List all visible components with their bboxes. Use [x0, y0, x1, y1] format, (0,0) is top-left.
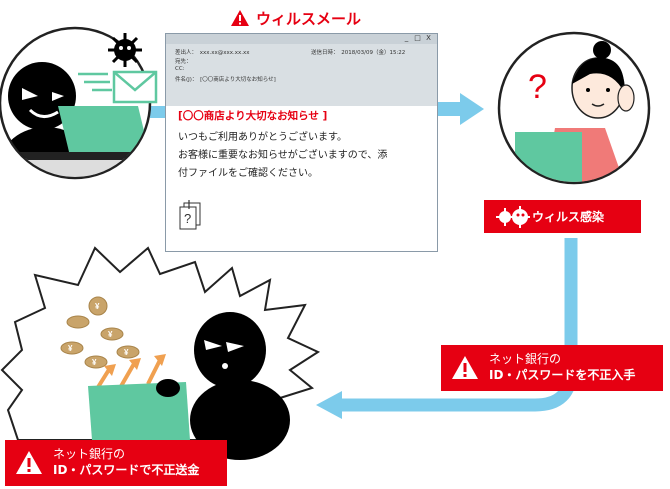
warning-icon: [16, 451, 42, 474]
credential-theft-line-1: ネット銀行の: [489, 352, 562, 366]
fraudulent-transfer-line-2: ID・パスワードで不正送金: [53, 463, 200, 477]
email-header: 差出人： xxx.xx@xxx.xx.xx 送信日時： 2018/03/09（金…: [166, 44, 437, 106]
fraudulent-transfer-line-1: ネット銀行の: [53, 447, 126, 461]
svg-text:¥: ¥: [124, 348, 129, 357]
fraudulent-transfer-label: ネット銀行の ID・パスワードで不正送金: [5, 440, 227, 486]
question-mark-icon: ?: [528, 68, 547, 106]
virus-mail-title: ウィルスメール: [230, 6, 361, 30]
virus-icon: [496, 206, 530, 228]
arrow-victim-to-hacker: [316, 238, 578, 419]
svg-text:¥: ¥: [68, 344, 73, 353]
header-date: 送信日時： 2018/03/09（金）15:22: [311, 50, 406, 56]
warning-icon: [231, 10, 249, 26]
arrow-email-to-victim: [438, 93, 484, 125]
warning-icon: [452, 356, 478, 379]
svg-text:?: ?: [184, 211, 191, 226]
credential-theft-label: ネット銀行の ID・パスワードを不正入手: [441, 345, 663, 391]
title-text: ウィルスメール: [256, 9, 362, 28]
virus-infection-text: ウィルス感染: [532, 210, 605, 224]
virus-infection-label: ウィルス感染: [484, 200, 641, 233]
email-body-line-1: いつもご利用ありがとうございます。: [178, 132, 347, 143]
credential-theft-line-2: ID・パスワードを不正入手: [489, 368, 636, 382]
header-to: 宛先：: [175, 59, 192, 65]
theft-scene: ¥ ¥ ¥ ¥ ¥: [0, 246, 321, 460]
email-window: _ □ X 差出人： xxx.xx@xxx.xx.xx 送信日時： 2018/0…: [165, 33, 438, 252]
svg-text:¥: ¥: [108, 330, 113, 339]
close-button[interactable]: X: [426, 34, 431, 42]
header-cc: CC:: [175, 66, 185, 72]
svg-text:¥: ¥: [92, 358, 97, 367]
email-body-line-3: 付ファイルをご確認ください。: [178, 168, 318, 179]
hacker-scene: [0, 26, 158, 180]
victim-scene: ?: [497, 31, 651, 185]
email-body-line-2: お客様に重要なお知らせがございますので、添: [178, 150, 388, 161]
attachment-files-icon[interactable]: ?: [178, 199, 204, 231]
email-subject: [〇〇商店より大切なお知らせ ]: [178, 110, 328, 122]
header-from: 差出人： xxx.xx@xxx.xx.xx: [175, 50, 250, 56]
header-subject: 件名(J)： [〇〇商店より大切なお知らせ]: [175, 77, 276, 83]
minimize-button[interactable]: _: [404, 34, 409, 42]
virus-icon: [108, 33, 142, 67]
speed-lines: [78, 72, 112, 92]
svg-text:¥: ¥: [95, 302, 100, 311]
email-envelope-icon: [112, 70, 158, 104]
coins: ¥ ¥ ¥ ¥ ¥: [60, 296, 140, 369]
maximize-button[interactable]: □: [414, 34, 421, 42]
